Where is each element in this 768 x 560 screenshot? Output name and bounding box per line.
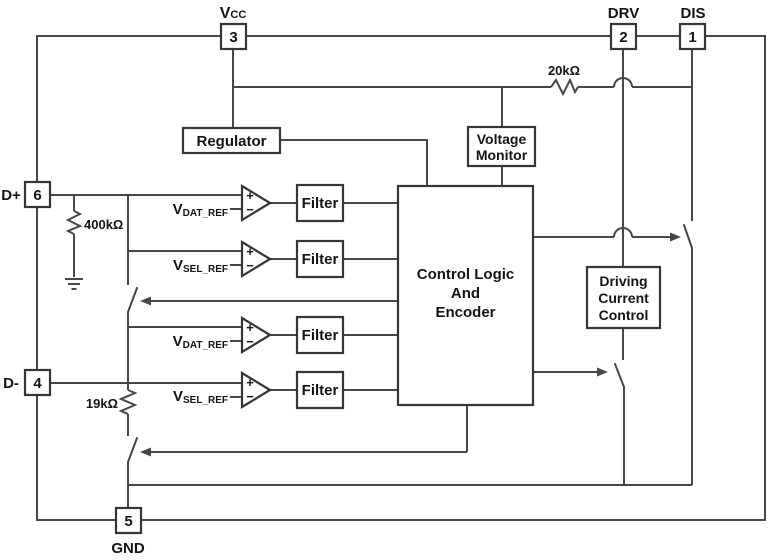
driving-current-line2: Current (598, 290, 649, 306)
control-logic-block: Control Logic And Encoder (396, 184, 535, 407)
comparator-3-minus: − (246, 334, 254, 349)
comparator-1-plus: + (246, 188, 254, 203)
comparator-4-plus: + (246, 375, 254, 390)
comparator-4: + − VSEL_REF (173, 371, 273, 409)
drv-switch-blade (614, 363, 625, 388)
arrowhead-drv-switch (597, 367, 608, 377)
pin-dminus-number: 4 (33, 375, 42, 392)
pin-vcc-number: 3 (229, 29, 237, 46)
pin-drv-label: DRV (608, 5, 639, 22)
control-logic-line2: And (451, 285, 480, 302)
pin-dminus: 4 D- (3, 368, 52, 397)
filter-1: Filter (295, 183, 345, 223)
arrowhead-bottom-switch (140, 447, 151, 457)
comparator-2-triangle (240, 240, 273, 278)
pin-dplus-number: 6 (33, 187, 41, 204)
voltage-monitor-block: Voltage Monitor (466, 125, 537, 168)
filter-4: Filter (295, 370, 345, 410)
wire-comp-outputs (270, 202, 297, 391)
regulator-label: Regulator (196, 133, 266, 150)
filter-2: Filter (295, 239, 345, 279)
pin-dis: 1 DIS (678, 5, 707, 51)
pin-gnd: 5 GND (111, 506, 145, 557)
comparator-3-ref-label: VDAT_REF (173, 333, 228, 351)
resistor-400k-symbol (65, 210, 83, 235)
pin-drv: 2 DRV (608, 5, 639, 51)
control-logic-line1: Control Logic (417, 266, 515, 283)
control-logic-line3: Encoder (435, 304, 495, 321)
comparator-1-minus: − (246, 202, 254, 217)
resistor-20k-symbol (550, 77, 579, 97)
comparator-4-triangle (240, 371, 273, 409)
pin-dis-number: 1 (688, 29, 696, 46)
wire-ref-stubs (230, 208, 242, 398)
comparator-1: + − VDAT_REF (173, 184, 273, 222)
comparator-4-ref-label: VSEL_REF (173, 388, 228, 406)
comparator-2-minus: − (246, 258, 254, 273)
driving-current-line3: Control (599, 307, 649, 323)
comparator-2: + − VSEL_REF (173, 240, 273, 278)
comparator-1-triangle (240, 184, 273, 222)
dplus-short-switch-blade (127, 287, 138, 313)
pin-gnd-label: GND (111, 540, 145, 557)
comparator-2-plus: + (246, 244, 254, 259)
dminus-gnd-switch-blade (127, 437, 138, 463)
resistor-19k-symbol (118, 389, 138, 415)
comparator-3: + − VDAT_REF (173, 316, 273, 354)
filter-4-label: Filter (302, 382, 339, 399)
pin-dminus-label: D- (3, 375, 19, 392)
arrowhead-dis-switch (670, 232, 681, 242)
comparator-1-ref-label: VDAT_REF (173, 201, 228, 219)
pin-dplus-label: D+ (1, 187, 21, 204)
pin-dplus: 6 D+ (1, 180, 52, 209)
dis-switch-blade (683, 224, 693, 249)
arrowhead-top-switch (140, 296, 151, 306)
comparator-3-triangle (240, 316, 273, 354)
regulator-block: Regulator (181, 126, 282, 155)
voltage-monitor-line2: Monitor (476, 147, 528, 163)
wire-regulator-to-logic (280, 139, 428, 186)
voltage-monitor-line1: Voltage (477, 131, 527, 147)
filter-3: Filter (295, 315, 345, 355)
comparator-2-ref-label: VSEL_REF (173, 257, 228, 275)
filter-3-label: Filter (302, 327, 339, 344)
comparator-3-plus: + (246, 320, 254, 335)
driving-current-block: Driving Current Control (585, 265, 662, 330)
pin-drv-number: 2 (619, 29, 627, 46)
ground-symbol (65, 278, 83, 290)
comparator-4-minus: − (246, 389, 254, 404)
wire-drv (622, 48, 625, 485)
wire-hop-over-drv-mid (613, 227, 633, 238)
resistor-20k-label: 20kΩ (548, 63, 580, 78)
pin-vcc: 3 VCC (220, 5, 248, 51)
resistor-400k-label: 400kΩ (84, 217, 123, 232)
resistor-19k-label: 19kΩ (86, 396, 118, 411)
pin-gnd-number: 5 (124, 513, 132, 530)
filter-2-label: Filter (302, 251, 339, 268)
chip-boundary (36, 35, 766, 521)
pin-vcc-label: VCC (220, 5, 247, 22)
wire-filter-outputs (343, 202, 398, 391)
wire-ctrl-arrow-bottom-switch (150, 405, 468, 453)
filter-1-label: Filter (302, 195, 339, 212)
pin-dis-label: DIS (680, 5, 705, 22)
driving-current-line1: Driving (599, 273, 647, 289)
